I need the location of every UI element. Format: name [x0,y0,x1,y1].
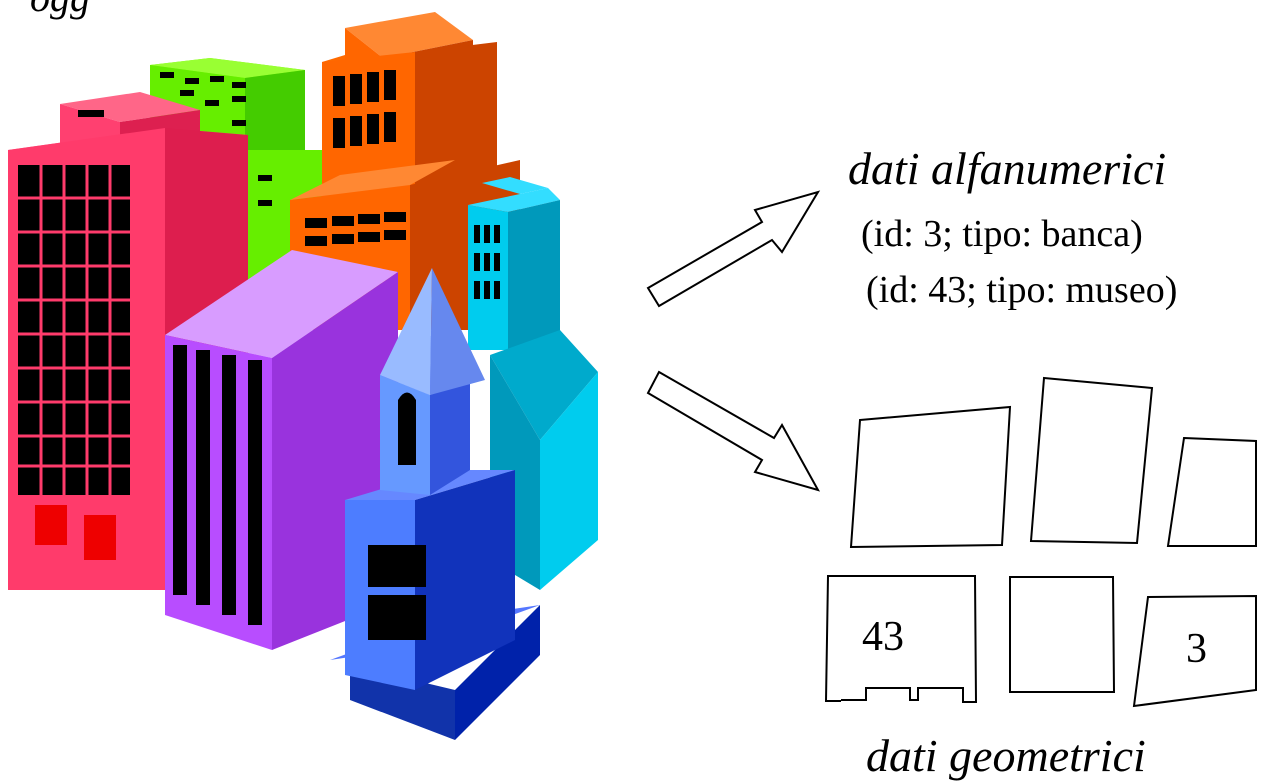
purple-building [165,250,398,650]
arrow-down-right-icon [646,370,821,492]
arrow-up-right-icon [646,190,821,308]
geometric-data-title: dati geometrici [866,730,1146,781]
geometric-data-shapes [824,376,1257,708]
red-building [8,92,248,590]
polygon-shape [1009,576,1116,693]
alphanumeric-data-title: dati alfanumerici [848,143,1167,194]
polygon-id-label: 3 [1186,626,1207,672]
alphanumeric-record: (id: 3; tipo: banca) [861,213,1143,255]
polygon-id-label: 43 [862,614,904,660]
blue-tower [330,268,540,740]
polygon-shape [849,405,1012,549]
partial-heading-text: ogg [30,0,90,18]
polygon-shape [1166,436,1257,547]
polygon-shape-43 [824,575,978,703]
polygon-shape-3 [1132,594,1257,708]
city-buildings-clipart-icon [8,12,598,740]
alphanumeric-record: (id: 43; tipo: museo) [866,269,1178,311]
polygon-shape [1029,376,1154,545]
